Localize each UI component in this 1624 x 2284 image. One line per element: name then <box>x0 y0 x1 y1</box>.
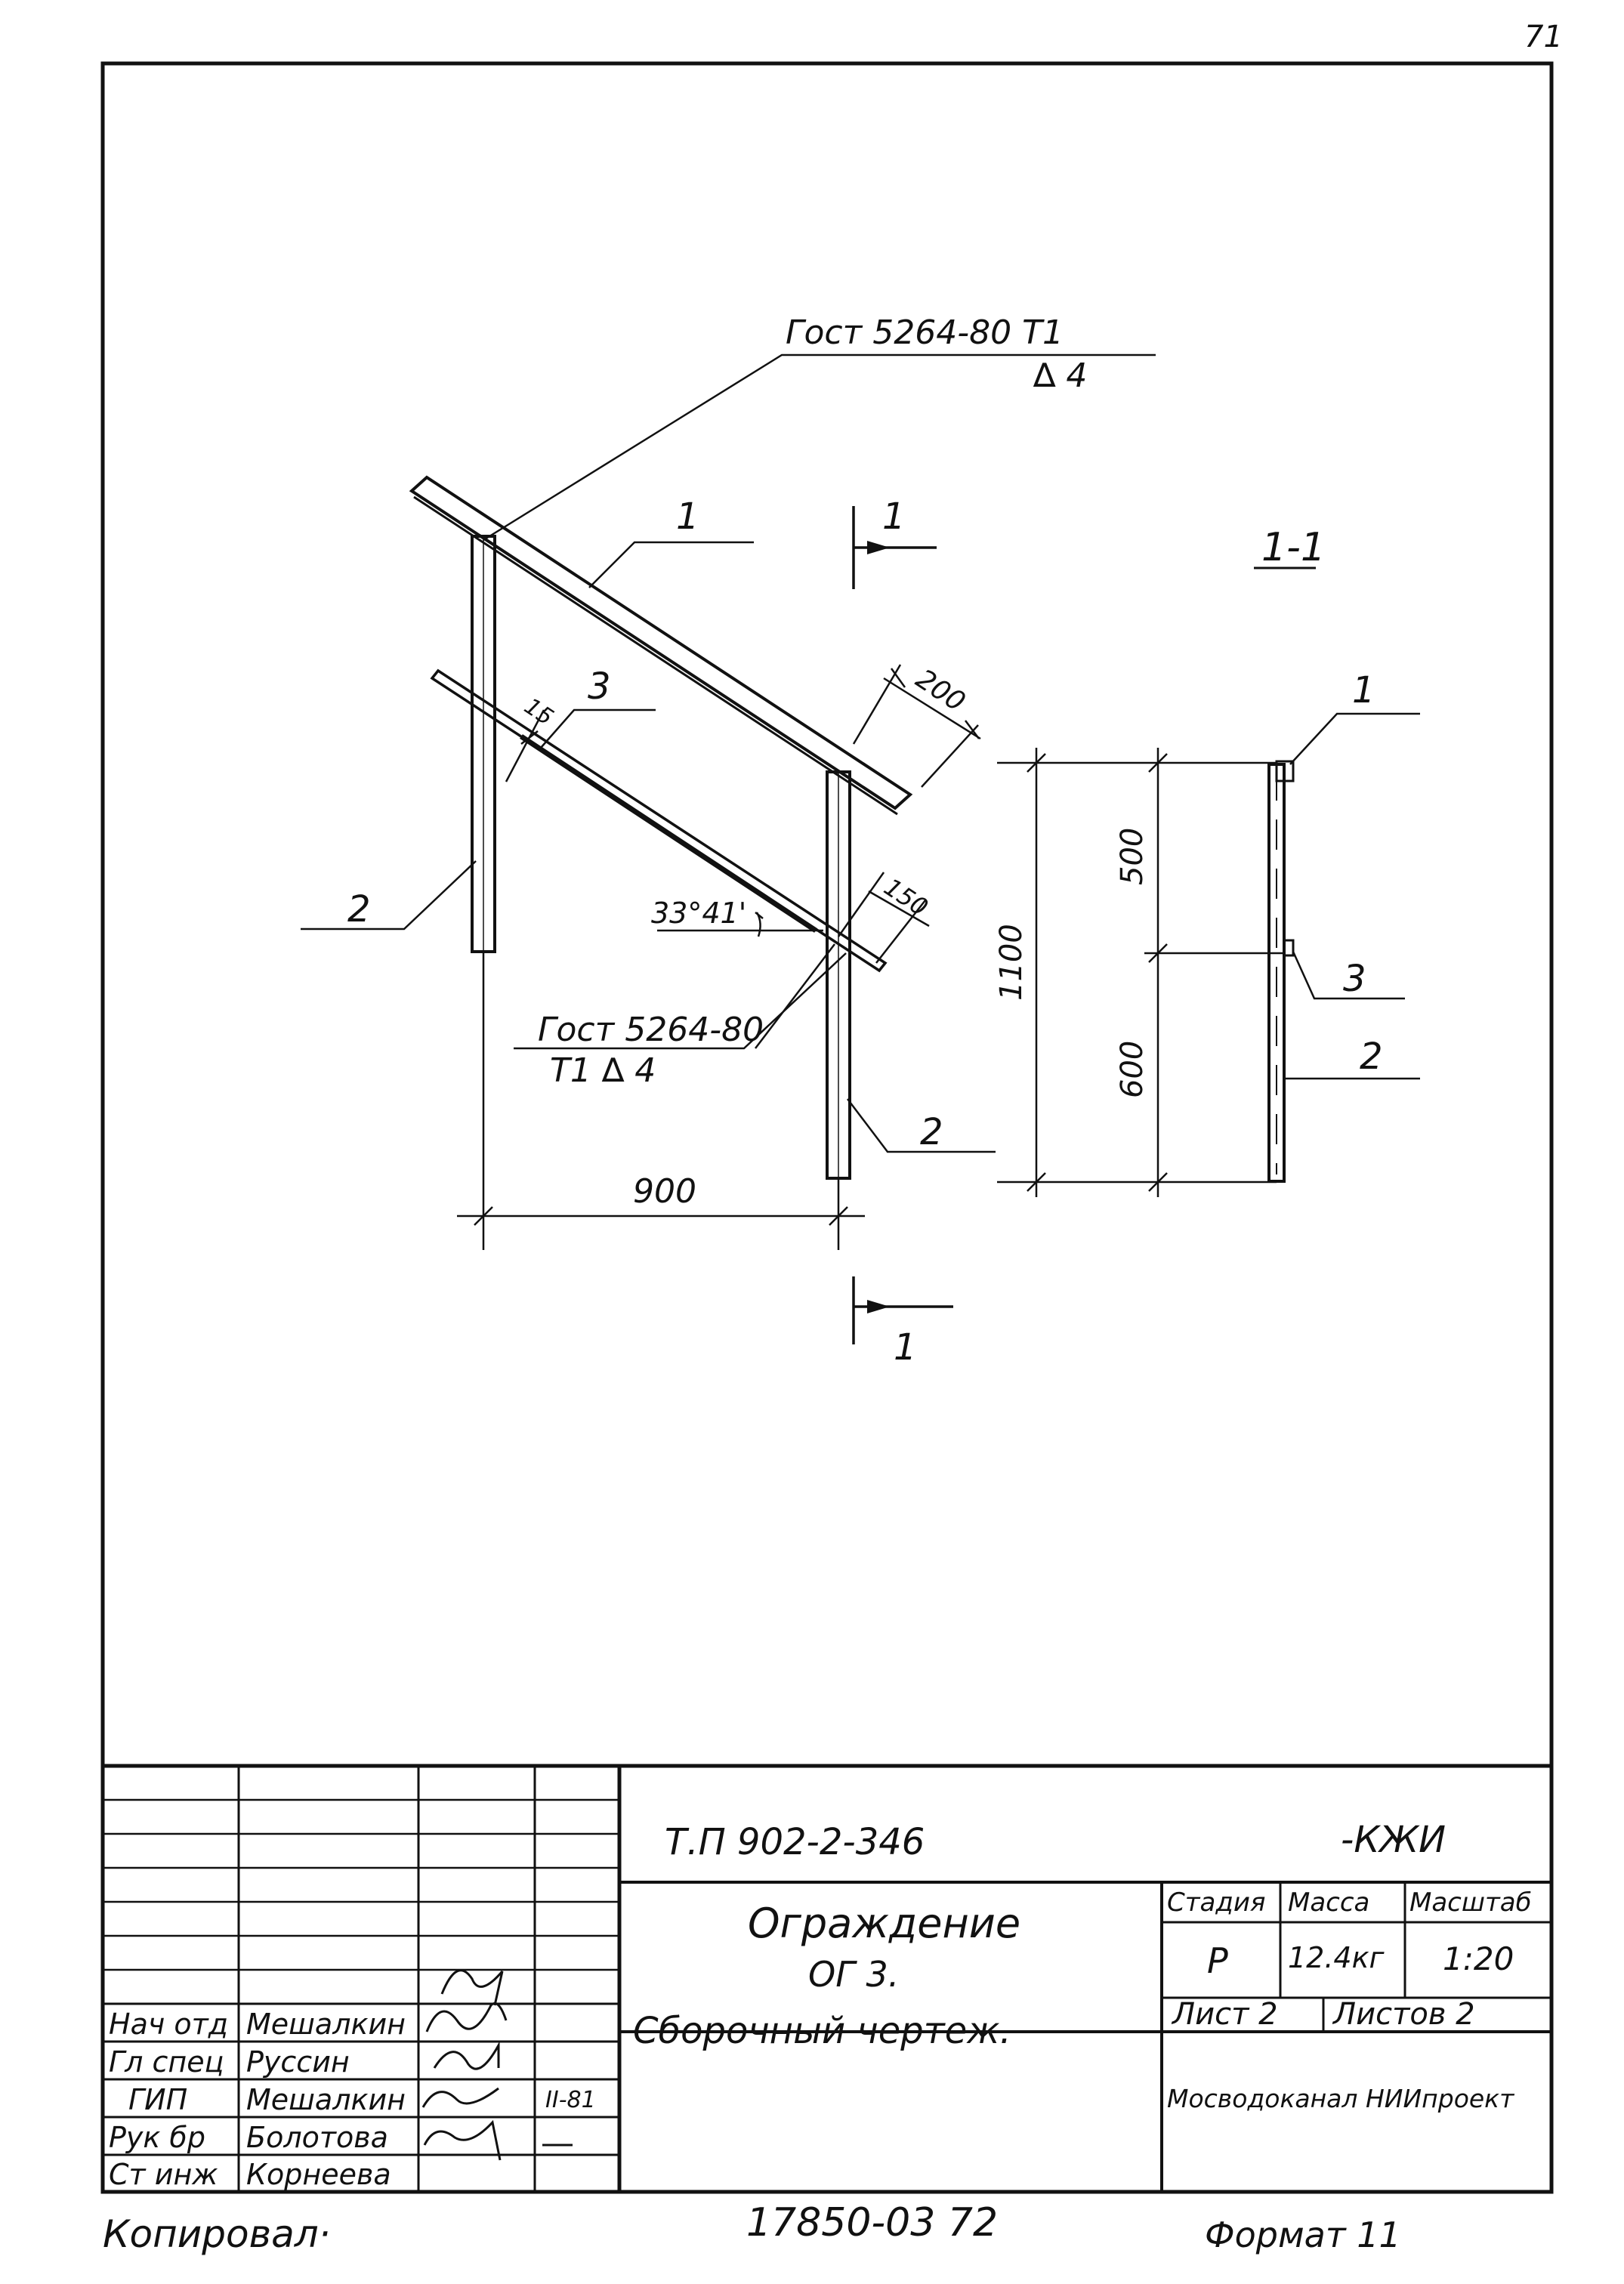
title-block-grid <box>103 1764 1551 2192</box>
role-5: Ст инж <box>109 2158 218 2191</box>
format-label: Формат 11 <box>1205 2215 1401 2255</box>
dimension-200 <box>852 664 981 788</box>
role-2: Гл спец <box>109 2045 224 2079</box>
mass-header: Масса <box>1288 1887 1369 1918</box>
section-arrow-top <box>867 541 890 554</box>
role-1: Нач отд <box>109 2008 228 2041</box>
stage-header: Стадия <box>1167 1887 1265 1918</box>
name-4: Болотова <box>246 2121 388 2154</box>
name-1: Мешалкин <box>246 2008 406 2041</box>
drawing-frame <box>100 61 1554 2194</box>
section-mark-top: 1 <box>882 495 906 538</box>
role-4: Рук бр <box>109 2121 205 2154</box>
dimension-label-150: 150 <box>879 872 934 922</box>
dimension-label-15: 15 <box>520 693 558 731</box>
callout-bottom-line1: Гост 5264-80 <box>538 1011 764 1049</box>
dimension-900 <box>457 953 865 1250</box>
angle-mark <box>657 912 823 937</box>
signatures <box>421 1969 573 2161</box>
handrail-part-1 <box>409 475 913 816</box>
section-part-label-1: 1 <box>1352 669 1375 711</box>
sign-date: II-81 <box>545 2087 596 2113</box>
stage-value: Р <box>1207 1940 1228 1981</box>
part-label-1: 1 <box>676 495 699 538</box>
dimension-150 <box>837 872 930 964</box>
dimension-label-1100: 1100 <box>994 924 1029 1001</box>
name-3: Мешалкин <box>246 2083 406 2116</box>
name-5: Корнеева <box>246 2158 391 2191</box>
callout-bottom-line2: Т1 ∆ 4 <box>550 1051 656 1090</box>
dimension-label-200: 200 <box>910 663 971 718</box>
leaders <box>301 353 1156 1153</box>
callout-top-line2: ∆ 4 <box>1033 356 1087 395</box>
section-view <box>997 566 1420 1197</box>
section-marks <box>852 506 953 1344</box>
section-part-label-3: 3 <box>1343 958 1366 1000</box>
organization: Мосводоканал НИИпроект <box>1167 2084 1515 2113</box>
part-label-2-left: 2 <box>347 888 371 931</box>
section-arrow-bottom <box>867 1300 890 1313</box>
dimension-1100-500-600 <box>997 748 1284 1197</box>
mass-value: 12.4кг <box>1288 1941 1385 1974</box>
section-leaders <box>1284 712 1420 1080</box>
dimension-label-500: 500 <box>1115 828 1150 885</box>
main-view <box>301 353 1156 1344</box>
copied-label: Копировал· <box>103 2212 331 2256</box>
angle-label: 33°41' <box>651 897 746 930</box>
dimension-15 <box>505 709 545 782</box>
title-line-2: ОГ 3. <box>808 1954 899 1995</box>
section-mark-bottom: 1 <box>894 1326 917 1369</box>
part-label-2-right: 2 <box>920 1111 943 1153</box>
page-number: 71 <box>1524 20 1563 54</box>
post-right-part-2 <box>826 770 851 1180</box>
title-line-3: Сборочный чертеж. <box>633 2010 1011 2052</box>
name-2: Руссин <box>246 2045 350 2079</box>
scale-header: Масштаб <box>1409 1887 1532 1918</box>
middle-rail-part-3 <box>430 668 888 973</box>
sheet-number: Лист 2 <box>1171 1997 1278 2032</box>
document-number: 17850-03 72 <box>746 2200 998 2245</box>
dimension-label-900: 900 <box>633 1172 696 1211</box>
role-3: ГИП <box>128 2083 187 2116</box>
designation: Т.П 902-2-346 <box>665 1821 925 1863</box>
sheets-total: Листов 2 <box>1332 1997 1475 2032</box>
scale-value: 1:20 <box>1443 1940 1514 1977</box>
section-part-label-2: 2 <box>1360 1036 1383 1078</box>
callout-top-line1: Гост 5264-80 Т1 <box>786 313 1064 352</box>
post-left-part-2 <box>471 535 496 953</box>
title-line-1: Ограждение <box>748 1900 1020 1947</box>
part-label-3: 3 <box>588 665 611 708</box>
document-code: -КЖИ <box>1341 1819 1446 1861</box>
section-label: 1-1 <box>1261 525 1326 570</box>
dimension-label-600: 600 <box>1115 1041 1150 1098</box>
